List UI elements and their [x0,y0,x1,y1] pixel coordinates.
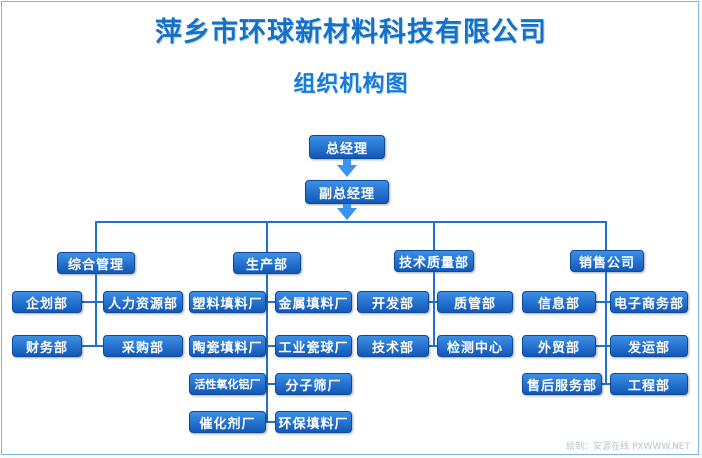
arrow-2-stem [343,204,351,209]
unit-industrial-ceramic-ball-plant: 工业瓷球厂 [275,335,352,357]
tie-sales-row-1 [590,301,620,303]
unit-testing-center: 检测中心 [437,335,513,357]
spine-tech-quality [433,272,435,346]
spine-production [266,274,268,422]
unit-technical: 技术部 [357,335,429,357]
dept-production: 生产部 [233,252,301,274]
spine-admin [95,274,97,346]
unit-information: 信息部 [522,291,596,313]
tie-admin-row-1 [72,301,108,303]
unit-quality-management: 质管部 [437,291,513,313]
unit-ecommerce: 电子商务部 [610,291,688,313]
dept-admin-management: 综合管理 [57,252,135,274]
connector-drop-3 [433,221,435,253]
unit-finance: 财务部 [12,335,82,357]
unit-plastic-packing-plant: 塑料填料厂 [189,291,266,313]
connector-drop-2 [266,221,268,253]
tie-prod-row-4 [256,421,278,423]
connector-main-horizontal [95,221,607,223]
dept-sales-company: 销售公司 [570,250,644,272]
unit-development: 开发部 [357,291,429,313]
chart-subtitle: 组织机构图 [293,72,409,97]
tie-prod-row-3 [256,383,278,385]
watermark: 绘制：安源在线 PXWWW.NET [566,442,690,452]
tie-tech-row-2 [414,345,454,347]
unit-planning: 企划部 [12,291,82,313]
unit-engineering: 工程部 [610,373,688,395]
tie-admin-row-2 [72,345,108,347]
unit-hr: 人力资源部 [103,291,183,313]
unit-environmental-packing-plant: 环保填料厂 [275,411,352,433]
unit-metal-packing-plant: 金属填料厂 [275,291,352,313]
unit-molecular-sieve-plant: 分子筛厂 [275,373,352,395]
arrow-down-icon [337,208,357,220]
unit-catalyst-plant: 催化剂厂 [189,411,266,433]
company-title: 萍乡市环球新材料科技有限公司 [155,17,547,48]
spine-sales [605,272,607,384]
unit-procurement: 采购部 [103,335,183,357]
unit-after-sales-service: 售后服务部 [522,373,602,395]
unit-activated-alumina-plant: 活性氧化铝厂 [189,373,266,395]
tie-sales-row-3 [590,383,620,385]
tie-prod-row-2 [256,345,278,347]
connector-drop-1 [95,221,97,253]
node-deputy-general-manager: 副总经理 [305,180,389,204]
arrow-1-stem [343,159,351,165]
tie-tech-row-1 [414,301,454,303]
tie-prod-row-1 [256,301,278,303]
tie-sales-row-2 [590,345,620,347]
unit-ceramic-packing-plant: 陶瓷填料厂 [189,335,266,357]
dept-tech-quality: 技术质量部 [394,250,474,272]
unit-shipping: 发运部 [610,335,688,357]
connector-drop-4 [605,221,607,253]
unit-foreign-trade: 外贸部 [522,335,596,357]
arrow-down-icon [337,165,357,177]
node-general-manager: 总经理 [309,135,385,159]
